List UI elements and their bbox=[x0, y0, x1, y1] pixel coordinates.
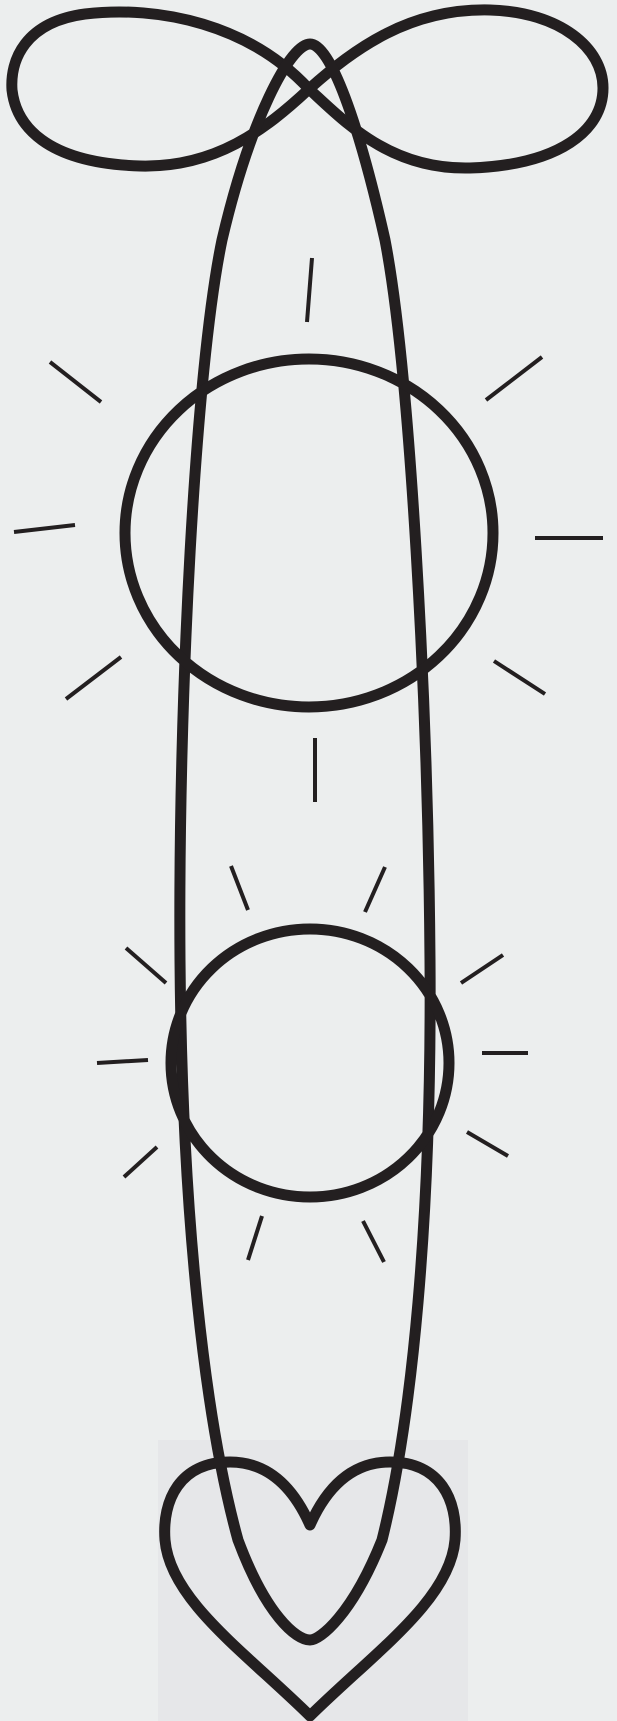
heart-panel bbox=[158, 1440, 468, 1721]
